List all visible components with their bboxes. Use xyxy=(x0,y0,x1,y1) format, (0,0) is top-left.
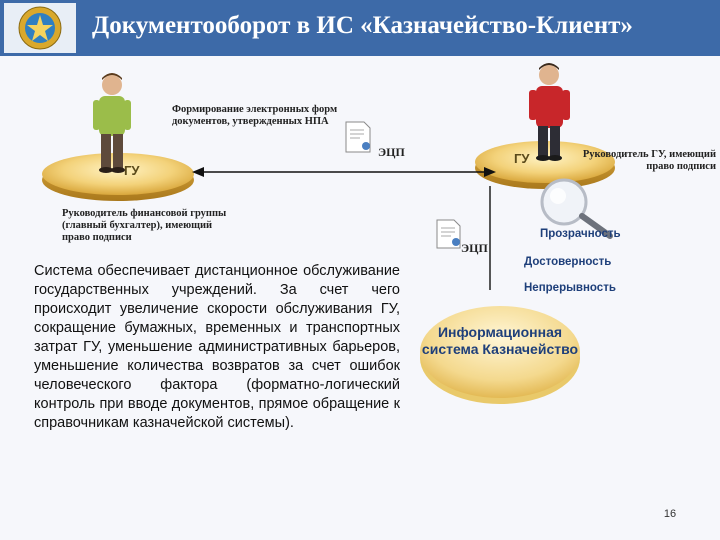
document-signature-icon-lower xyxy=(436,219,461,249)
page-title: Документооборот в ИС «Казначейство-Клиен… xyxy=(92,12,633,39)
property-transparency: Прозрачность xyxy=(540,228,621,240)
magnifier-icon xyxy=(540,178,613,239)
page-number: 16 xyxy=(663,508,677,520)
signature-label-lower: ЭЦП xyxy=(461,241,488,255)
logo-emblem-icon xyxy=(4,3,76,53)
right-gu-platform xyxy=(475,141,615,189)
system-platform xyxy=(420,306,580,404)
right-role-caption: Руководитель ГУ, имеющий право подписи xyxy=(582,149,716,172)
exchange-arrow xyxy=(192,167,496,177)
document-signature-icon-top xyxy=(345,121,371,153)
property-continuity: Непрерывность xyxy=(524,282,616,294)
left-gu-label: ГУ xyxy=(124,163,140,178)
left-gu-platform xyxy=(42,153,194,201)
left-person-icon xyxy=(93,73,131,173)
system-description: Система обеспечивает дистанционное обслу… xyxy=(34,263,400,431)
left-role-caption: Руководитель финансовой группы (главный … xyxy=(62,208,227,243)
system-label: Информационная система Казначейство xyxy=(421,324,579,357)
right-gu-label: ГУ xyxy=(514,151,530,166)
property-reliability: Достоверность xyxy=(524,256,612,268)
flow-caption: Формирование электронных форм документов… xyxy=(172,104,338,127)
signature-label-top: ЭЦП xyxy=(378,145,405,159)
title-bar: Документооборот в ИС «Казначейство-Клиен… xyxy=(0,0,720,56)
right-person-icon xyxy=(529,63,570,161)
